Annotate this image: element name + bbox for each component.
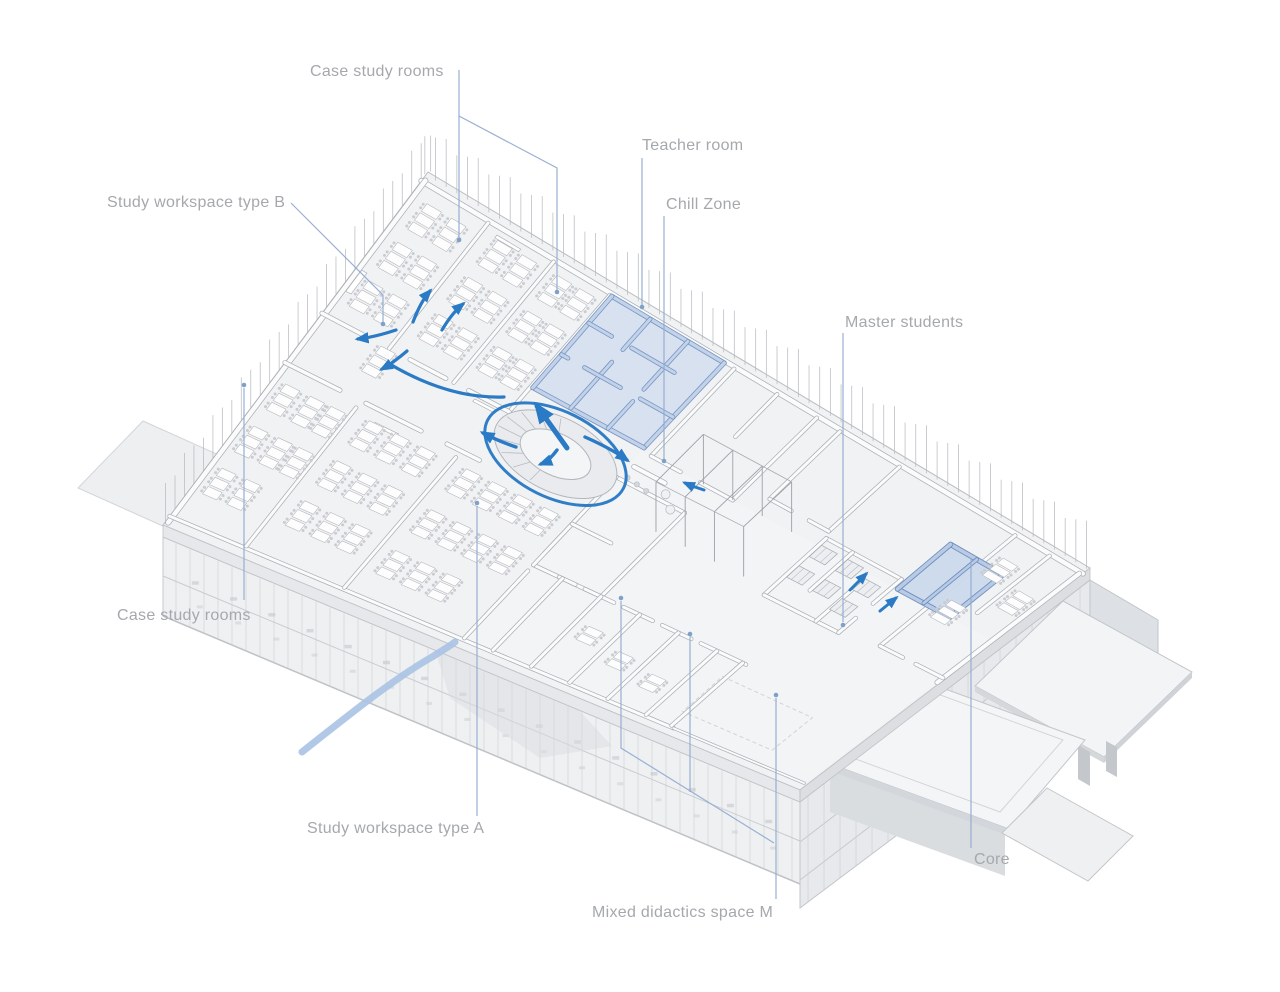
label-chill-zone: Chill Zone <box>666 196 741 213</box>
circulation-flow-arrows <box>354 288 899 613</box>
label-core: Core <box>974 851 1010 868</box>
podium-base <box>830 770 1005 876</box>
entry-path-swoosh <box>298 638 459 756</box>
label-master-students: Master students <box>845 314 963 331</box>
rebar-fence <box>165 135 1087 569</box>
label-case-study-rooms-top: Case study rooms <box>310 63 444 80</box>
label-case-study-rooms-left: Case study rooms <box>117 607 251 624</box>
leader-mixed-didactics-1 <box>620 601 775 844</box>
label-study-workspace-type-b: Study workspace type B <box>107 194 285 211</box>
label-mixed-didactics-space-m: Mixed didactics space M <box>592 904 773 921</box>
leader-study-workspace-type-b <box>290 202 384 322</box>
label-leader-lines <box>241 70 972 899</box>
label-teacher-room: Teacher room <box>642 137 743 154</box>
label-study-workspace-type-a: Study workspace type A <box>307 820 484 837</box>
leader-case-study-rooms-top-2 <box>458 115 558 290</box>
tail-roof <box>1001 787 1134 882</box>
